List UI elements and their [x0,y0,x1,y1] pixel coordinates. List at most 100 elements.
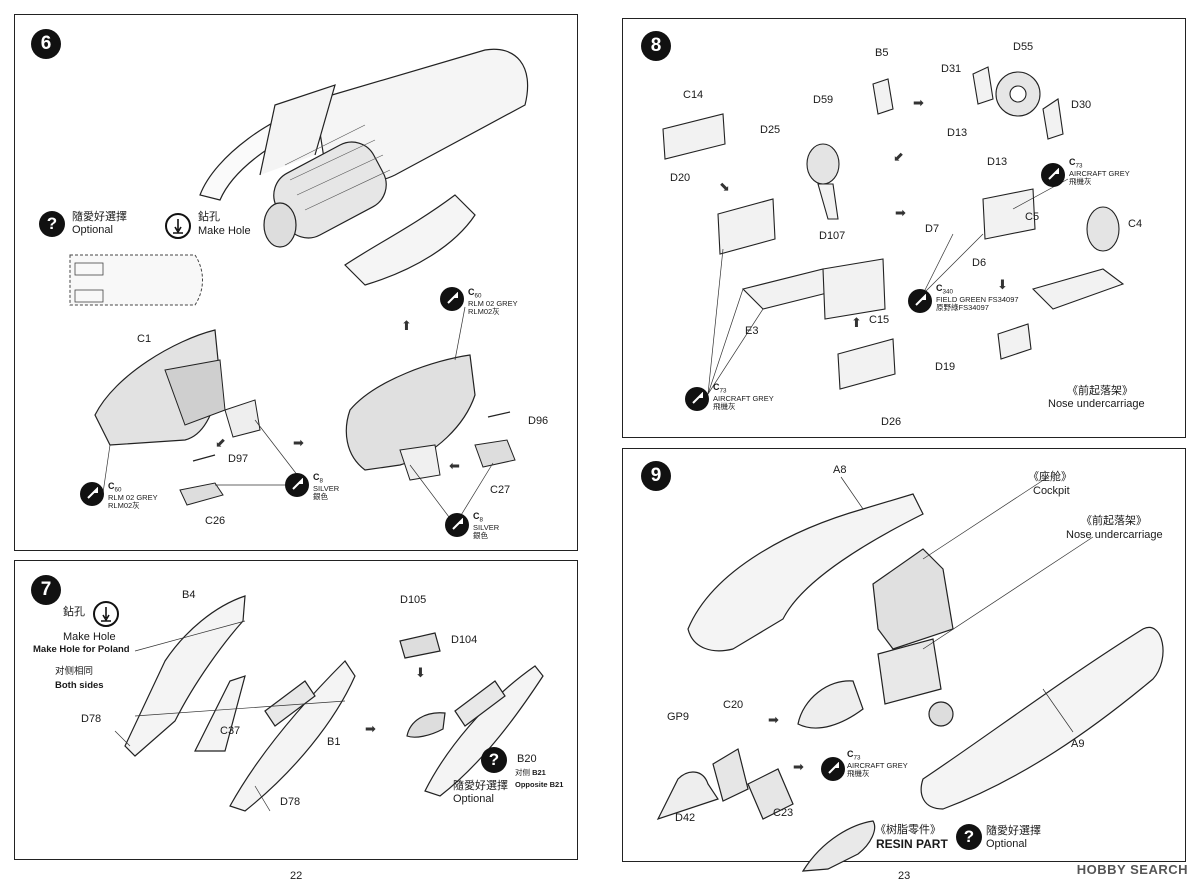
part-d7: D7 [925,223,940,235]
step-7-drill-poland: Make Hole for Poland [33,644,130,655]
step-6-paint-1: C60 RLM 02 GREY RLM02灰 [468,287,518,317]
part-c37: C37 [220,725,241,737]
step-9-panel: 9 A8 A9 GP9 C20 [622,448,1186,872]
step-6-drill-en: Make Hole [198,225,251,237]
part-c23: C23 [773,807,794,819]
step-8-arrow-3: ⬋ [893,149,904,164]
step-7-drawing [114,595,544,812]
part-c4: C4 [1128,218,1143,230]
part-gp9: GP9 [667,711,690,723]
step-8-arrow-6: ⬇ [997,277,1008,292]
step-8-paint-3: C73 AIRCRAFT GREY 飛機灰 [713,382,774,412]
step-7-number: 7 [31,575,61,605]
part-c26: C26 [205,515,226,527]
step-9-cockpit-en: Cockpit [1033,485,1070,497]
part-a8: A8 [833,464,847,476]
part-b1: B1 [327,736,341,748]
step-8-arrow-5: ⬆ [851,315,862,330]
step-9-drawing [656,476,1164,872]
paint-brush-icon [1041,163,1065,187]
part-d55: D55 [1013,41,1034,53]
step-7-optional-en: Optional [453,793,494,805]
step-7-arrow-down: ⬇ [415,665,426,680]
part-b4: B4 [182,589,196,601]
step-6-arrow-left: ⬅ [449,458,460,473]
step-9-paint: C73 AIRCRAFT GREY 飛機灰 [847,749,908,779]
step-8-arrow-4: ➡ [895,205,906,220]
step-7-drill-en: Make Hole [63,631,116,643]
page-number-right: 23 [898,870,911,882]
part-b20: B20 [517,753,537,765]
part-c20: C20 [723,699,744,711]
part-d96: D96 [528,415,549,427]
part-c27: C27 [490,484,511,496]
part-d42: D42 [675,812,696,824]
step-6-paint-3: C60 RLM 02 GREY RLM02灰 [108,481,158,511]
step-6-number: 6 [31,29,61,59]
part-d97: D97 [228,453,249,465]
part-d19: D19 [935,361,956,373]
step-9-arrow-2: ➡ [793,759,804,774]
part-d59: D59 [813,94,834,106]
step-6-paint-4: C8 SILVER 銀色 [473,511,500,541]
paint-brush-icon [440,287,464,311]
paint-brush-icon [285,473,309,497]
paint-brush-icon [80,482,104,506]
step-8-drawing [662,66,1125,395]
part-d26: D26 [881,416,902,428]
step-9-cockpit-cn: 《座舱》 [1028,471,1072,483]
step-9-resin-cn: 《树脂零件》 [875,824,941,836]
step-6-arrow-up: ⬆ [401,318,412,333]
part-d31: D31 [941,63,962,75]
step-8-caption-cn: 《前起落架》 [1067,385,1133,397]
drill-icon [93,601,119,627]
step-9-nose-en: Nose undercarriage [1066,529,1163,541]
step-8-paint-1: C73 AIRCRAFT GREY 飛機灰 [1069,157,1130,187]
optional-icon: ? [956,824,982,850]
part-d104: D104 [451,634,478,646]
step-8-arrow-2: ⬊ [719,179,730,194]
step-6-drill-cn: 鉆孔 [198,211,220,223]
optional-icon: ? [481,747,507,773]
part-a9: A9 [1071,738,1085,750]
drill-icon [165,213,191,239]
part-c15: C15 [869,314,890,326]
paint-brush-icon [908,289,932,313]
step-8-number: 8 [641,31,671,61]
step-7-opposite-cn: 对侧 B21 [515,768,546,777]
step-7-optional-cn: 隨愛好選擇 [453,780,508,792]
part-c14: C14 [683,89,704,101]
step-9-resin-en: RESIN PART [876,837,948,851]
part-d6: D6 [972,257,987,269]
step-9-optional-cn: 隨愛好選擇 [986,825,1041,837]
step-7-both-en: Both sides [55,680,104,691]
paint-brush-icon [445,513,469,537]
step-6-arrow-down: ⬋ [215,435,226,450]
step-7-arrow-right: ➡ [365,721,376,736]
step-7-both-cn: 对侧相同 [55,666,94,677]
part-e3: E3 [745,325,759,337]
step-8-caption-en: Nose undercarriage [1048,398,1145,410]
step-8-arrow-1: ➡ [913,95,924,110]
part-d13-b: D13 [987,156,1008,168]
step-8-panel: 8 [622,18,1186,438]
step-6-paint-2: C8 SILVER 銀色 [313,472,340,502]
part-d30: D30 [1071,99,1092,111]
part-d13-a: D13 [947,127,968,139]
step-6-panel: 6 [14,14,578,551]
paint-brush-icon [821,757,845,781]
step-8-paint-2: C340 FIELD GREEN FS34097 原野綠FS34097 [936,283,1019,313]
step-9-optional-en: Optional [986,838,1027,850]
part-d78-a: D78 [81,713,102,725]
part-c1: C1 [137,333,152,345]
part-d105: D105 [400,594,427,606]
step-7-opposite-en: Opposite B21 [515,780,564,789]
step-6-drawing [69,48,529,526]
right-page: 8 [622,18,1186,882]
left-page: 6 [14,14,578,882]
watermark: HOBBY SEARCH [1076,862,1188,877]
step-9-arrow-1: ➡ [768,712,779,727]
page-number-left: 22 [290,870,303,882]
step-7-drill-cn: 鉆孔 [63,606,85,618]
step-9-number: 9 [641,461,671,491]
